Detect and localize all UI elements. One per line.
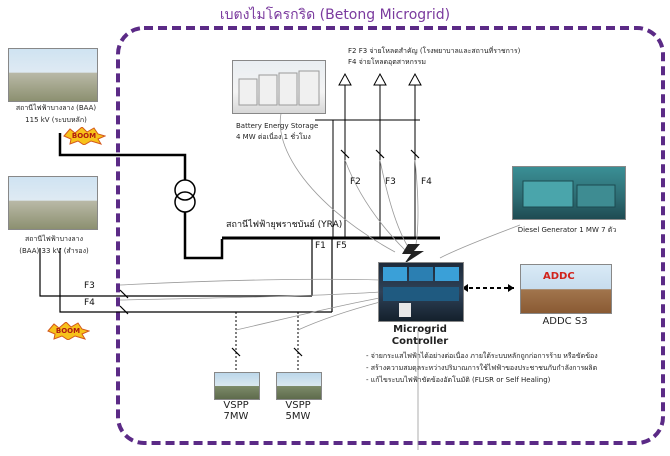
line-33kv-f4: [59, 248, 332, 313]
vspp2-photo: [276, 372, 322, 400]
feeder-f4-arrow: [408, 72, 422, 86]
feeder-note-critical: F2 F3 จ่ายโหลดสำคัญ (โรงพยาบาลและสถานที่…: [348, 47, 521, 55]
bess-photo: [232, 60, 326, 114]
substation-backup-name: สถานีไฟฟ้าบางลาง: [24, 235, 84, 243]
feeder-f3-arrow: [373, 72, 387, 86]
switch-vspp1: [231, 347, 241, 357]
substation-main-photo: [8, 48, 98, 102]
feeder-f1-label: F1: [315, 241, 326, 251]
yra-substation-label: สถานีไฟฟ้ายุพราชบันย์ (YRA): [226, 220, 343, 230]
switch-vspp2: [293, 347, 303, 357]
feeder-f2-label: F2: [350, 177, 361, 187]
bess-spec: 4 MW ต่อเนื่อง 1 ชั่วโมง: [236, 133, 311, 141]
transformer-primary: [174, 179, 196, 201]
boom-explosion-icon-2: [46, 321, 91, 341]
feeder-f2-arrow: [338, 72, 352, 86]
boom-explosion-icon-1: [62, 126, 107, 146]
diesel-generator-photo: [512, 166, 626, 220]
bess-name: Battery Energy Storage: [236, 122, 319, 130]
diagram-title: เบตงไมโครกริด (Betong Microgrid): [219, 7, 451, 23]
addc-photo: ADDC: [520, 264, 612, 314]
controller-label-line1: Microgrid: [393, 324, 447, 335]
substation-main-voltage: 115 kV (ระบบหลัก): [25, 116, 87, 124]
vspp2-label-line1: VSPP: [285, 400, 311, 411]
addc-label: ADDC S3: [542, 316, 588, 327]
substation-backup-voltage: (BAA) 33 kV (สำรอง): [19, 247, 89, 255]
line-transformer-bus: [183, 212, 224, 260]
microgrid-boundary: [116, 26, 665, 445]
diesel-generator-label: Diesel Generator 1 MW 7 ตัว: [517, 226, 617, 234]
switch-f3: [375, 149, 385, 159]
left-feeder-f4-label: F4: [84, 298, 95, 308]
switch-f4: [410, 149, 420, 159]
switch-left-f4: [119, 305, 129, 315]
line-115kv: [58, 133, 187, 180]
feeder-note-industrial: F4 จ่ายโหลดอุตสาหกรรม: [348, 58, 426, 66]
switch-left-f3: [119, 289, 129, 299]
benefit-balance: - สร้างความสมดุลระหว่างปริมาณการใช้ไฟฟ้า…: [366, 364, 598, 372]
benefit-continuity: - จ่ายกระแสไฟฟ้าได้อย่างต่อเนื่อง ภายใต้…: [366, 352, 598, 360]
controller-photo: [378, 262, 464, 322]
substation-main-name: สถานีไฟฟ้าบางลาง (BAA): [15, 104, 97, 112]
link-arrow-right: [508, 284, 514, 292]
switch-f2: [340, 149, 350, 159]
vspp1-photo: [214, 372, 260, 400]
benefit-self-healing: - แก้ไขระบบไฟฟ้าขัดข้องอัตโนมัติ (FLISR …: [366, 376, 551, 384]
addc-logo: ADDC: [543, 271, 575, 282]
transformer-secondary: [174, 191, 196, 213]
link-arrow-left: [462, 284, 468, 292]
boom-label-2: BOOM: [55, 327, 81, 335]
left-feeder-f3-label: F3: [84, 281, 95, 291]
lightning-icon: [402, 244, 424, 264]
vspp2-label-line2: 5MW: [285, 411, 311, 422]
feeder-f5-label: F5: [336, 241, 347, 251]
line-33kv-f3: [39, 248, 312, 297]
substation-backup-photo: [8, 176, 98, 230]
feeder-f3-label: F3: [385, 177, 396, 187]
vspp1-label-line2: 7MW: [223, 411, 249, 422]
feeder-f4-label: F4: [421, 177, 432, 187]
vspp1-label-line1: VSPP: [223, 400, 249, 411]
boom-label-1: BOOM: [71, 132, 97, 140]
controller-label-line2: Controller: [391, 336, 449, 347]
